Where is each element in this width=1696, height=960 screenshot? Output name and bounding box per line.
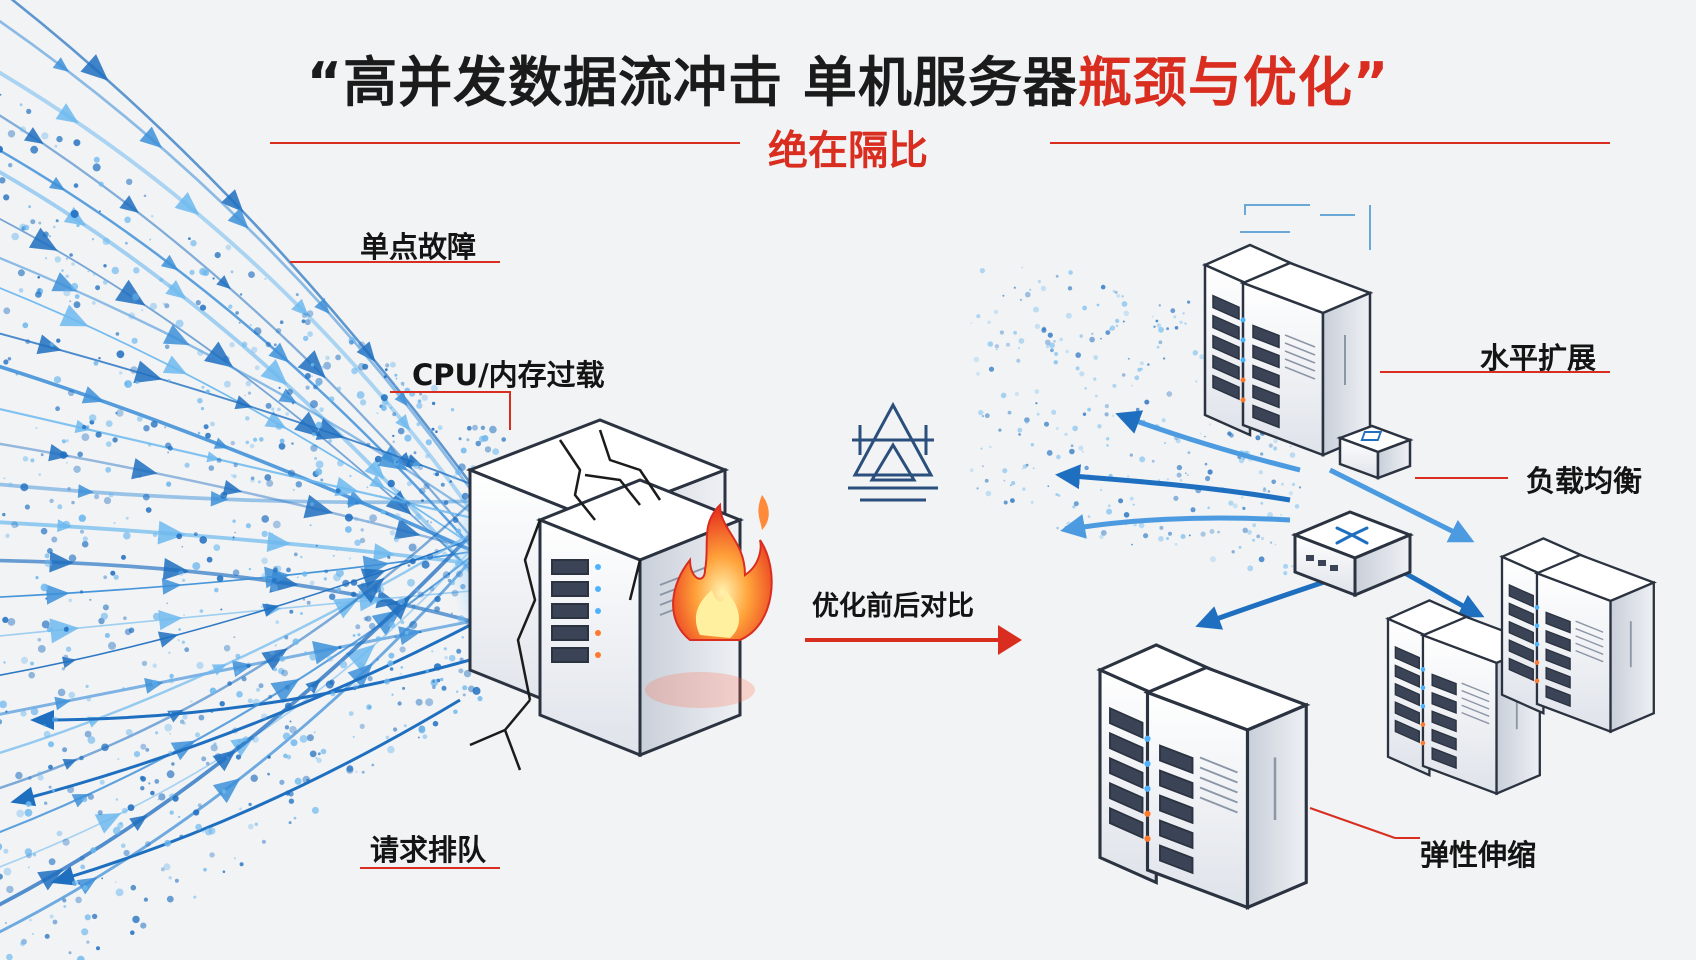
callout-request-queue: 请求排队 <box>370 833 487 867</box>
server-rack-icon <box>1096 643 1311 910</box>
left-leader-lines <box>290 261 511 869</box>
server-rack-icon <box>1499 537 1657 734</box>
data-stream-arrows <box>0 0 511 960</box>
page-title: “高并发数据流冲击 单机服务器瓶颈与优化” <box>306 51 1390 114</box>
load-balancer-icon <box>1290 510 1415 598</box>
balance-triangle-icon <box>848 401 938 502</box>
compare-label: 优化前后对比 <box>812 591 974 622</box>
callout-horizontal-scaling: 水平扩展 <box>1480 341 1597 375</box>
server-rack-icon <box>1201 243 1374 457</box>
callout-load-balancing: 负载均衡 <box>1526 464 1643 498</box>
right-arrow-icon <box>805 625 1022 655</box>
callout-cpu-memory-overload: CPU/内存过载 <box>412 358 605 392</box>
right-leader-lines <box>1309 371 1610 839</box>
fire-icon <box>672 495 773 641</box>
blueprint-marks <box>1240 204 1371 250</box>
load-balancer-icon <box>1336 424 1414 480</box>
page-subtitle: 绝在隔比 <box>768 128 928 174</box>
callout-elastic-scaling: 弹性伸缩 <box>1420 838 1537 872</box>
callout-single-point-failure: 单点故障 <box>360 230 477 264</box>
